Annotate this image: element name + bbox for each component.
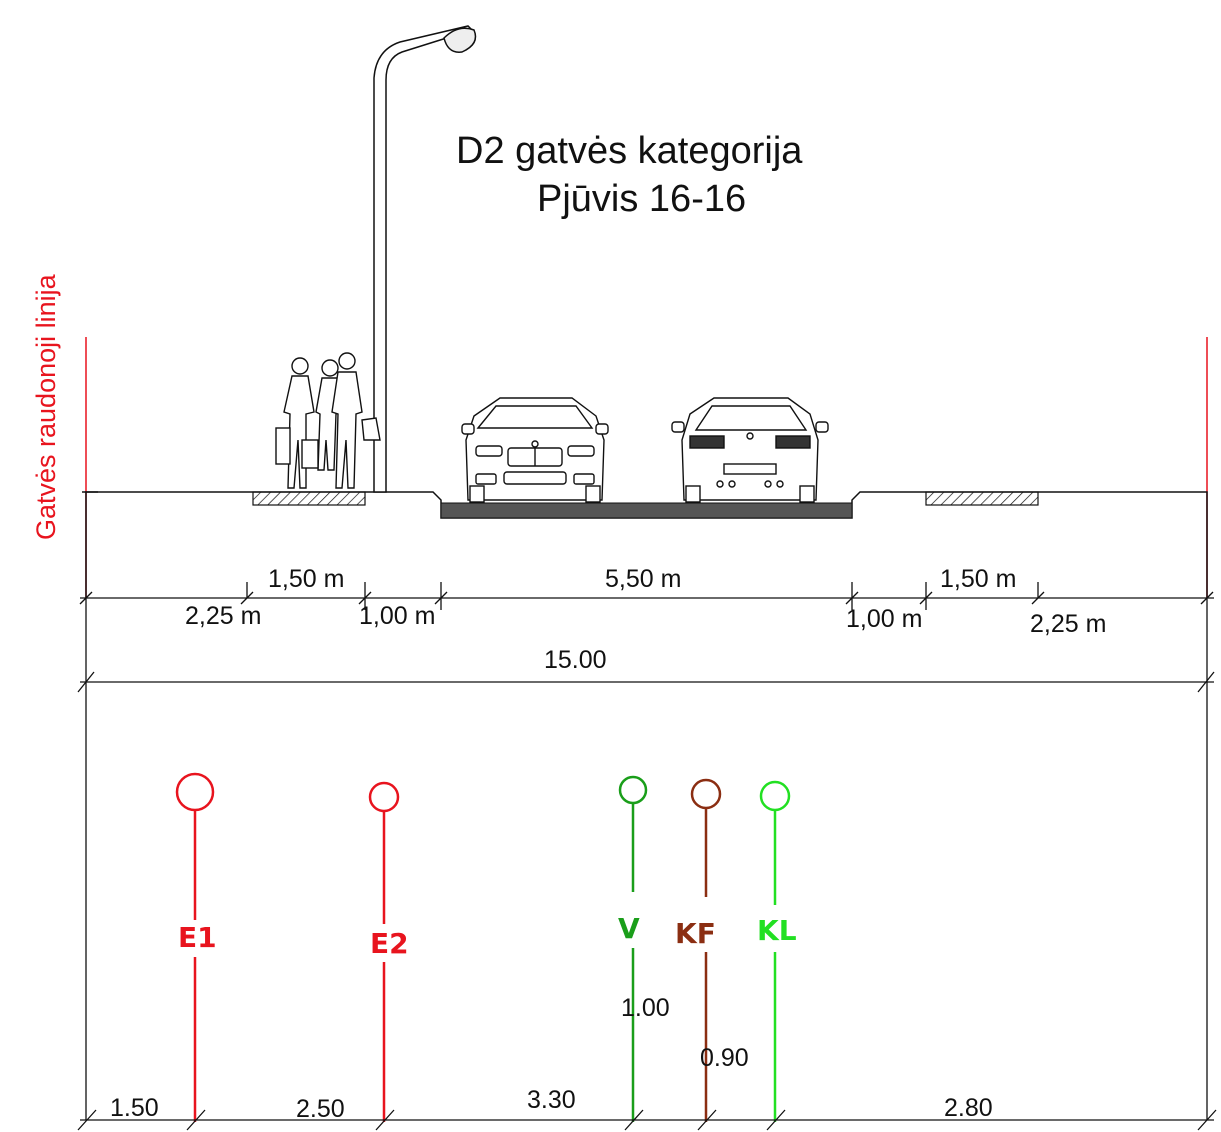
utility-label-e1: E1 xyxy=(178,921,217,954)
title-line-2: Pjūvis 16-16 xyxy=(537,178,746,220)
dim-left-curb: 1,00 m xyxy=(359,602,435,630)
car-front-icon xyxy=(461,397,609,503)
utility-v xyxy=(618,775,648,1122)
utility-label-v: V xyxy=(618,912,640,945)
red-line-label: Gatvės raudonoji linija xyxy=(31,273,61,540)
utility-label-kl: KL xyxy=(757,914,797,947)
utility-e2 xyxy=(368,781,400,1122)
spacing-2: 2.50 xyxy=(296,1095,345,1123)
green-strip-right xyxy=(925,491,1039,506)
spacing-4: 2.80 xyxy=(944,1094,993,1122)
title-line-1: D2 gatvės kategorija xyxy=(456,130,803,172)
utility-e1 xyxy=(175,772,215,1122)
dim-right-verge: 2,25 m xyxy=(1030,610,1106,638)
utility-label-e2: E2 xyxy=(370,927,409,960)
car-rear-icon xyxy=(671,397,829,503)
utility-kl xyxy=(759,780,791,1122)
dimension-line-total xyxy=(77,598,1215,1120)
green-strip-left xyxy=(252,491,366,506)
dim-right-curb: 1,00 m xyxy=(846,605,922,633)
utility-label-kf: KF xyxy=(675,917,716,950)
street-lamp-icon xyxy=(373,25,477,493)
spacing-3: 3.30 xyxy=(527,1086,576,1114)
dimension-line-bottom xyxy=(77,1109,1217,1131)
depth-v: 1.00 xyxy=(621,994,670,1022)
dim-left-verge: 2,25 m xyxy=(185,602,261,630)
dimension-line-upper xyxy=(79,582,1214,610)
depth-kf: 0.90 xyxy=(700,1044,749,1072)
dim-right-sidewalk: 1,50 m xyxy=(940,565,1016,593)
spacing-1: 1.50 xyxy=(110,1094,159,1122)
dim-left-sidewalk: 1,50 m xyxy=(268,565,344,593)
pedestrians-icon xyxy=(275,352,381,489)
asphalt-carriageway xyxy=(440,502,853,519)
dim-carriageway: 5,50 m xyxy=(605,565,681,593)
utility-kf xyxy=(690,778,722,1122)
dim-total: 15.00 xyxy=(544,646,607,674)
